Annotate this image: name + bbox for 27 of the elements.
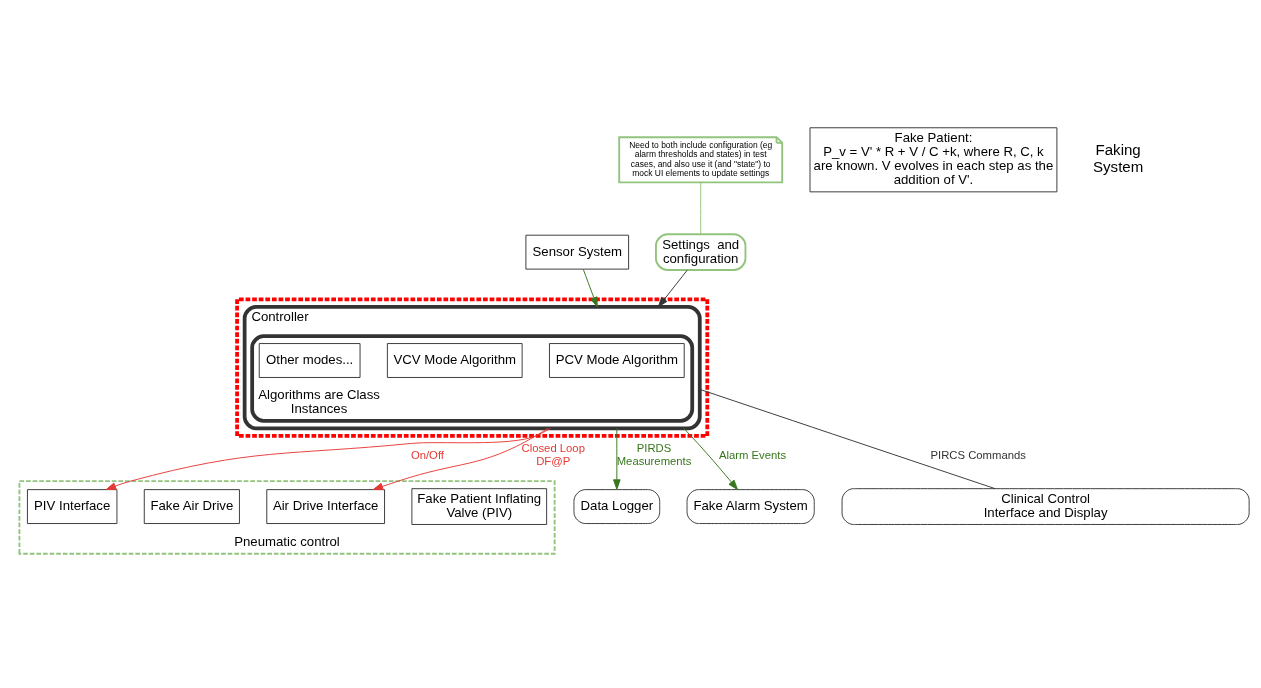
edge-label: PIRDS Measurements	[616, 441, 692, 467]
node-box: Fake Patient Inflating Valve (PIV)	[411, 487, 548, 525]
node-box: Fake Alarm System	[686, 488, 815, 524]
node-box: Settings and configuration	[655, 232, 747, 271]
connector	[699, 388, 996, 489]
arrow	[372, 427, 548, 490]
arrow	[683, 427, 738, 490]
node-box: Clinical Control Interface and Display	[841, 487, 1250, 525]
node-box: Fake Patient: P_v = V' * R + V / C +k, where R, C, k are known. V evolves in each step as the addition of V'.	[809, 126, 1058, 192]
arrow	[582, 268, 598, 307]
arrow	[657, 269, 688, 307]
node-box: Fake Air Drive	[143, 488, 240, 524]
node-box: Sensor System	[525, 234, 630, 270]
node-box: Other modes...	[258, 342, 361, 378]
node-box: PIV Interface	[26, 488, 118, 524]
edge-label: Closed Loop DF@P	[521, 441, 585, 467]
node-box: PCV Mode Algorithm	[549, 342, 685, 378]
node-box: Air Drive Interface	[266, 488, 386, 524]
node-box: Data Logger	[573, 488, 661, 524]
node-box: VCV Mode Algorithm	[386, 342, 523, 378]
edge-label: PIRCS Commands	[930, 448, 1026, 461]
connector	[700, 181, 702, 234]
arrow	[105, 427, 551, 490]
edge-label: Alarm Events	[718, 448, 787, 461]
label: Faking System	[1093, 140, 1144, 175]
edge-label: On/Off	[410, 448, 444, 461]
arrow	[613, 427, 621, 490]
